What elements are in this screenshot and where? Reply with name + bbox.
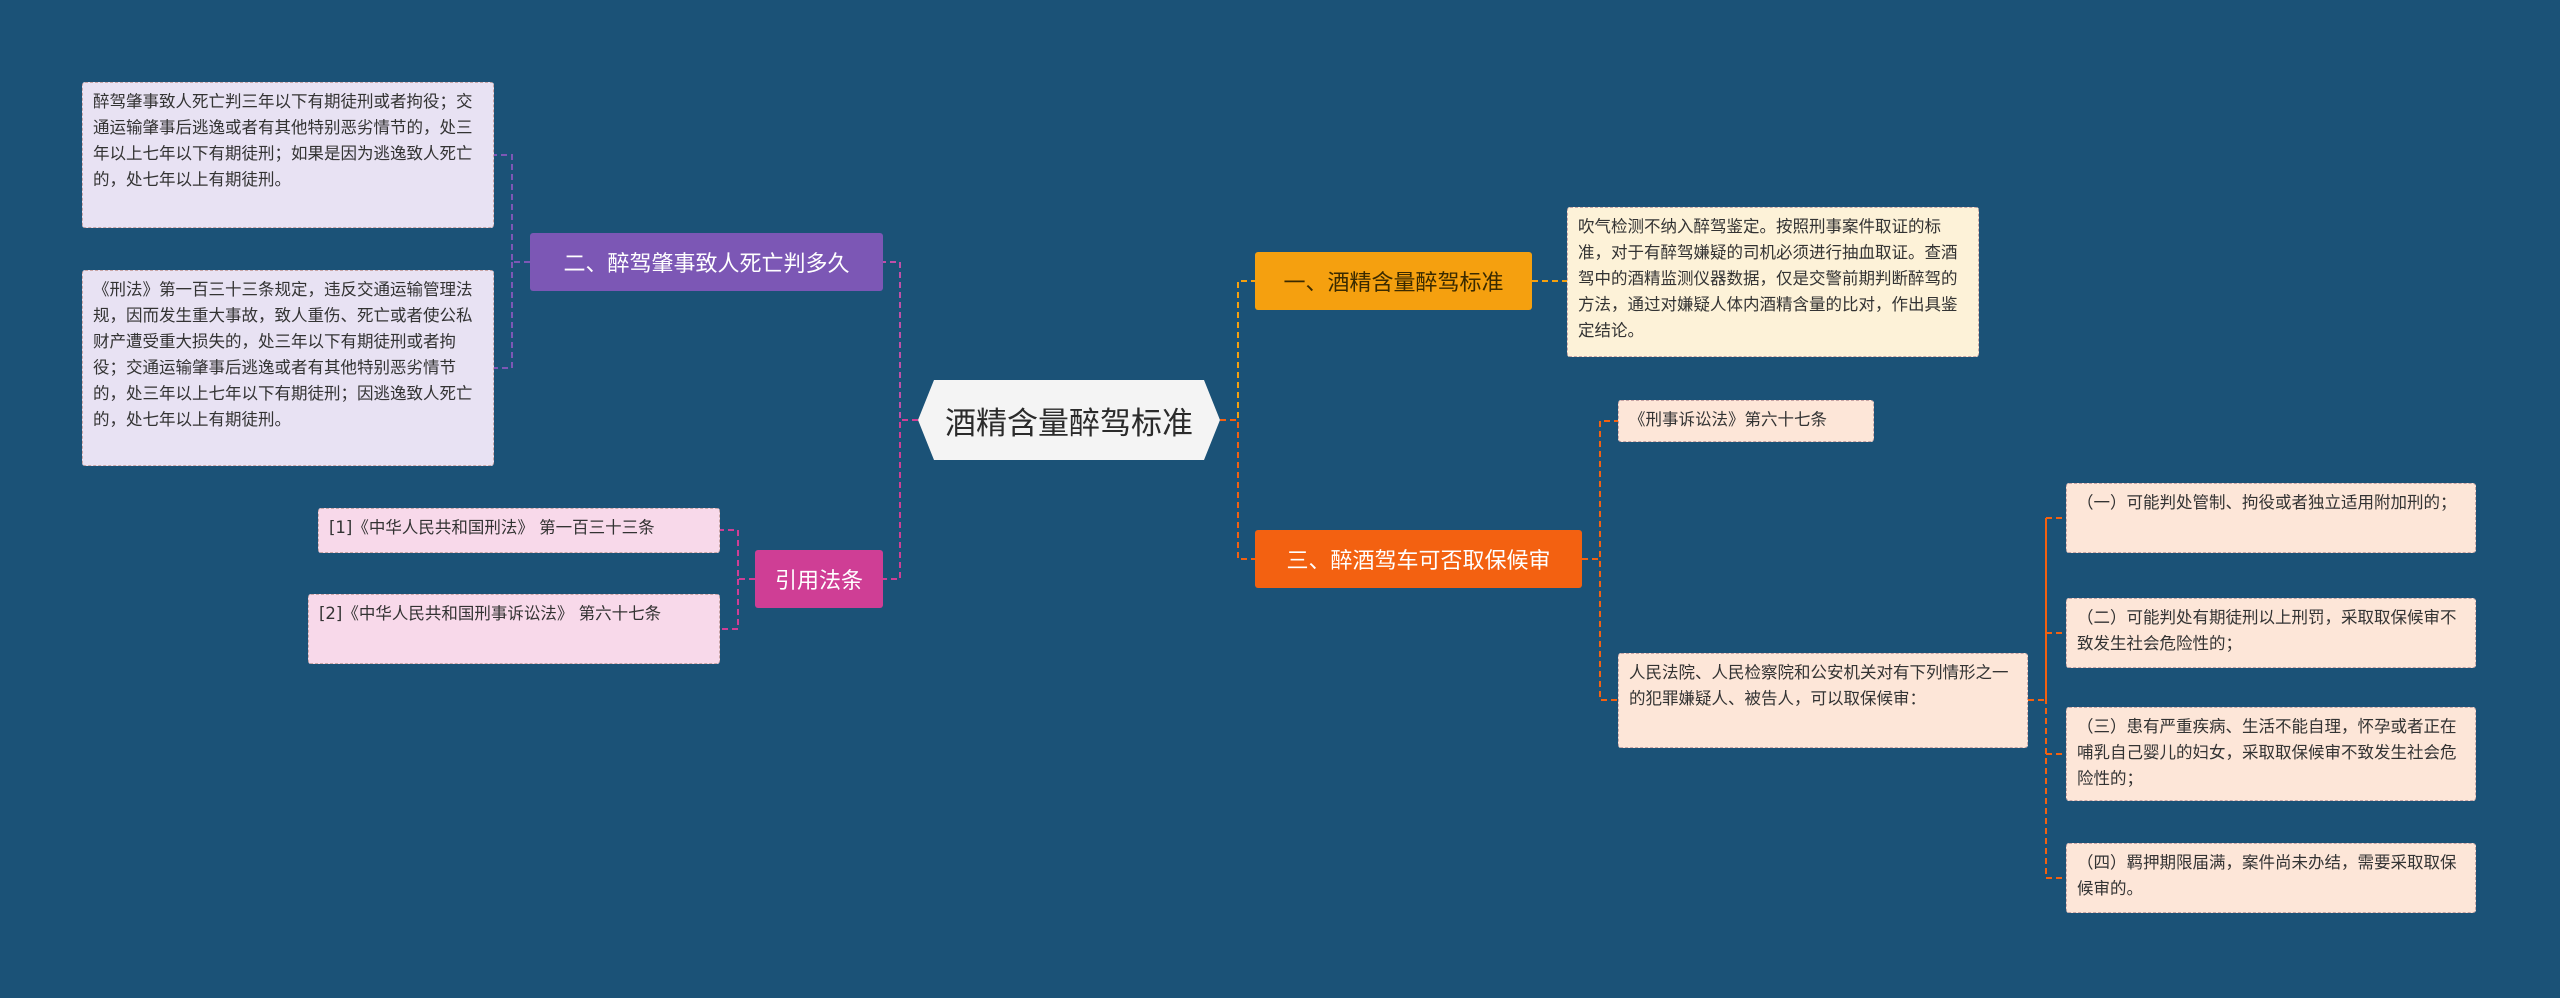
branch-fatal-accident-sentence[interactable]: 二、醉驾肇事致人死亡判多久 (530, 233, 883, 291)
link-center-branch-three (1220, 419, 1255, 560)
leaf-alcohol-standard-detail[interactable]: 吹气检测不纳入醉驾鉴定。按照刑事案件取证的标准，对于有醉驾嫌疑的司机必须进行抽血… (1567, 207, 1979, 357)
link-three-law (1582, 420, 1618, 560)
leaf-fatal-sentence-summary[interactable]: 醉驾肇事致人死亡判三年以下有期徒刑或者拘役；交通运输肇事后逃逸或者有其他特别恶劣… (82, 82, 494, 228)
leaf-bail-item-2[interactable]: （二）可能判处有期徒刑以上刑罚，采取取保候审不致发生社会危险性的； (2066, 598, 2476, 668)
link-center-branch-refs (883, 419, 918, 580)
leaf-bail-conditions-intro[interactable]: 人民法院、人民检察院和公安机关对有下列情形之一的犯罪嫌疑人、被告人，可以取保候审… (1618, 653, 2028, 748)
branch-cited-laws[interactable]: 引用法条 (755, 550, 883, 608)
branch-alcohol-standard[interactable]: 一、酒精含量醉驾标准 (1255, 252, 1532, 310)
link-center-branch-one (1220, 280, 1255, 421)
leaf-criminal-procedure-article[interactable]: 《刑事诉讼法》第六十七条 (1618, 400, 1874, 442)
branch-bail-pending-trial[interactable]: 三、醉酒驾车可否取保候审 (1255, 530, 1582, 588)
leaf-criminal-law-article-133[interactable]: 《刑法》第一百三十三条规定，违反交通运输管理法规，因而发生重大事故，致人重伤、死… (82, 270, 494, 466)
leaf-bail-item-3[interactable]: （三）患有严重疾病、生活不能自理，怀孕或者正在哺乳自己婴儿的妇女，采取取保候审不… (2066, 707, 2476, 801)
link-refs-leaves (720, 529, 755, 630)
leaf-bail-item-4[interactable]: （四）羁押期限届满，案件尚未办结，需要采取取保候审的。 (2066, 843, 2476, 913)
link-two-leaves (494, 154, 530, 369)
leaf-ref-criminal-procedure-law[interactable]: [2]《中华人民共和国刑事诉讼法》 第六十七条 (308, 594, 720, 664)
link-center-branch-two (883, 261, 918, 421)
leaf-bail-item-1[interactable]: （一）可能判处管制、拘役或者独立适用附加刑的； (2066, 483, 2476, 553)
leaf-ref-criminal-law[interactable]: [1]《中华人民共和国刑法》 第一百三十三条 (318, 508, 720, 553)
link-three-intro (1582, 558, 1618, 701)
link-intro-items (2028, 517, 2066, 879)
central-topic[interactable]: 酒精含量醉驾标准 (918, 380, 1220, 460)
